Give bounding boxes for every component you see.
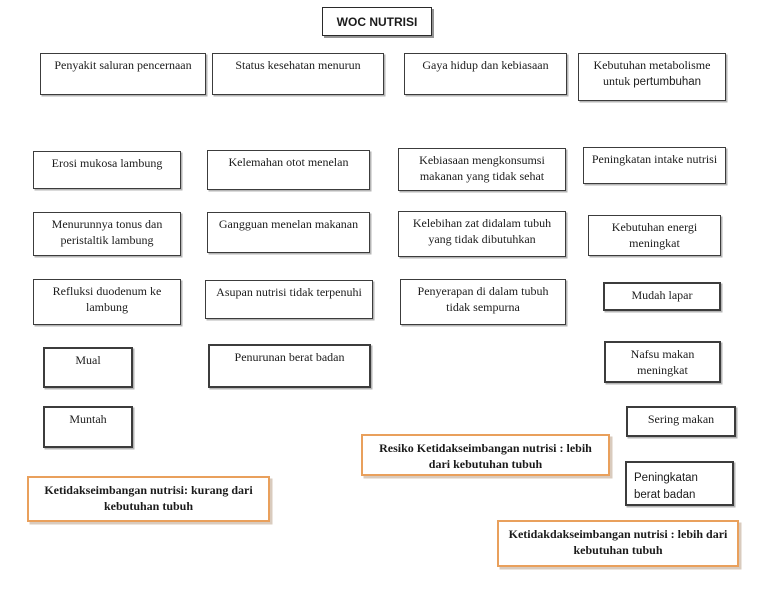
node-resiko-ketidakseimbangan-lebih: Resiko Ketidakseimbangan nutrisi : lebih… bbox=[361, 434, 610, 476]
node-gaya-hidup-dan-kebiasaan: Gaya hidup dan kebiasaan bbox=[404, 53, 567, 95]
node-kebutuhan-energi-meningkat: Kebutuhan energi meningkat bbox=[588, 215, 721, 256]
metabolisme-label-sans: pertumbuhan bbox=[633, 75, 702, 88]
node-penurunan-berat-badan: Penurunan berat badan bbox=[208, 344, 371, 388]
node-kebiasaan-mengkonsumsi-makanan: Kebiasaan mengkonsumsi makanan yang tida… bbox=[398, 148, 566, 191]
node-mudah-lapar: Mudah lapar bbox=[603, 282, 721, 311]
node-sering-makan: Sering makan bbox=[626, 406, 736, 437]
node-ketidakseimbangan-kurang: Ketidakseimbangan nutrisi: kurang dari k… bbox=[27, 476, 270, 522]
node-erosi-mukosa-lambung: Erosi mukosa lambung bbox=[33, 151, 181, 189]
node-kelebihan-zat-didalam-tubuh: Kelebihan zat didalam tubuh yang tidak d… bbox=[398, 211, 566, 257]
metabolisme-label-serif: Kebutuhan metabolisme untuk bbox=[593, 58, 711, 88]
node-kelemahan-otot-menelan: Kelemahan otot menelan bbox=[207, 150, 370, 190]
node-status-kesehatan-menurun: Status kesehatan menurun bbox=[212, 53, 384, 95]
node-refluksi-duodenum-ke-lambung: Refluksi duodenum ke lambung bbox=[33, 279, 181, 325]
node-gangguan-menelan-makanan: Gangguan menelan makanan bbox=[207, 212, 370, 253]
node-menurunnya-tonus-peristaltik: Menurunnya tonus dan peristaltik lambung bbox=[33, 212, 181, 256]
node-penyakit-saluran-pencernaan: Penyakit saluran pencernaan bbox=[40, 53, 206, 95]
node-ketidakseimbangan-lebih: Ketidakdakseimbangan nutrisi : lebih dar… bbox=[497, 520, 739, 567]
node-woc-nutrisi-title: WOC NUTRISI bbox=[322, 7, 432, 36]
node-kebutuhan-metabolisme-untuk-pertumbuhan: Kebutuhan metabolisme untuk pertumbuhan bbox=[578, 53, 726, 101]
node-peningkatan-berat-badan: Peningkatan berat badan bbox=[625, 461, 734, 506]
node-nafsu-makan-meningkat: Nafsu makan meningkat bbox=[604, 341, 721, 383]
node-asupan-nutrisi-tidak-terpenuhi: Asupan nutrisi tidak terpenuhi bbox=[205, 280, 373, 319]
node-mual: Mual bbox=[43, 347, 133, 388]
node-peningkatan-intake-nutrisi: Peningkatan intake nutrisi bbox=[583, 147, 726, 184]
node-penyerapan-di-dalam-tubuh: Penyerapan di dalam tubuh tidak sempurna bbox=[400, 279, 566, 325]
node-muntah: Muntah bbox=[43, 406, 133, 448]
